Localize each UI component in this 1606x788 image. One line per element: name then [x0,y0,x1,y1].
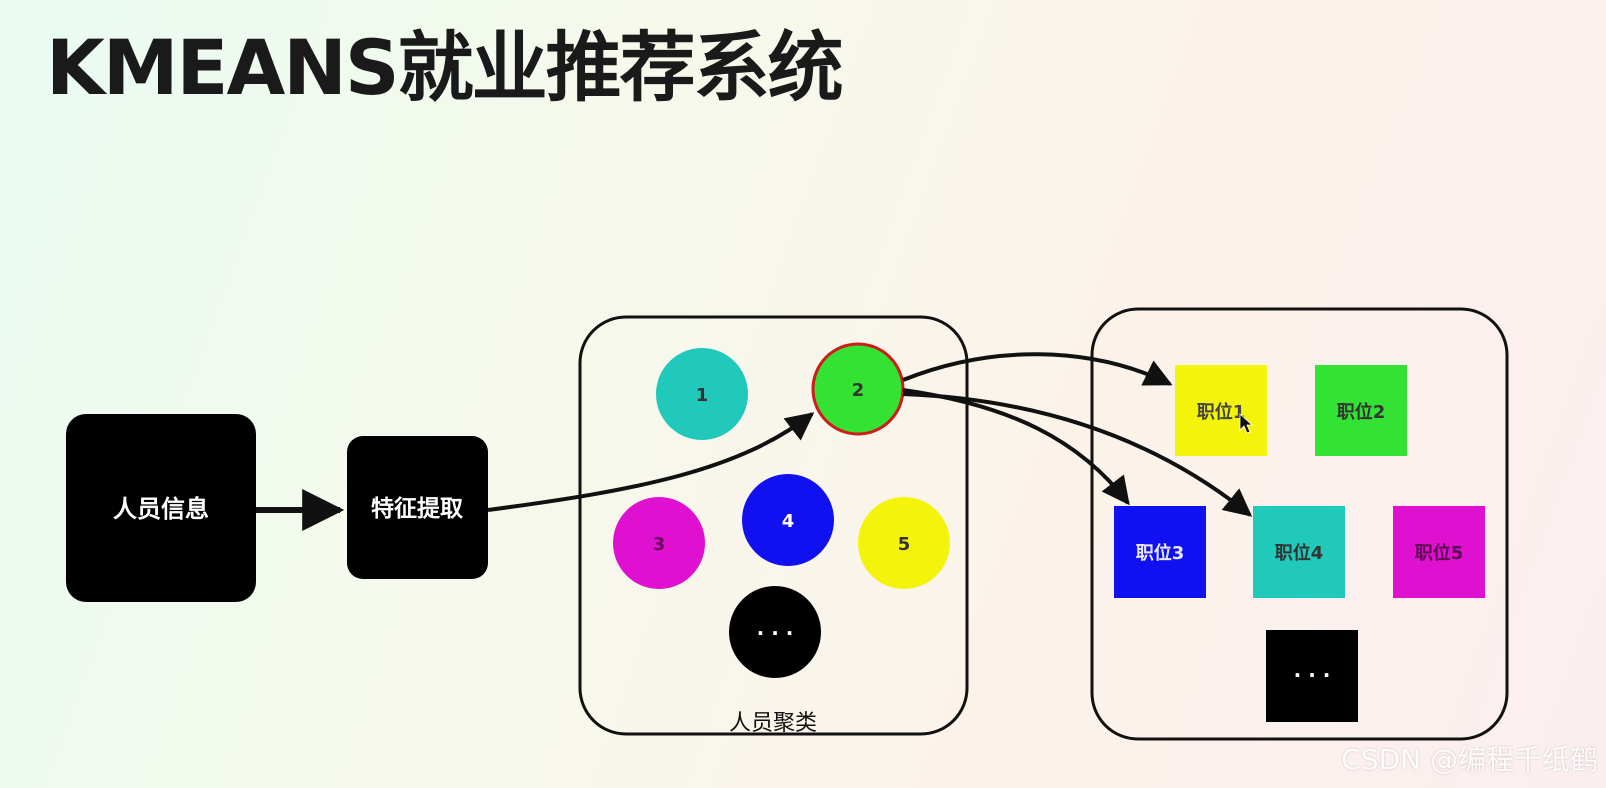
mouse-cursor-icon [1239,413,1254,434]
cluster-more: · · · [729,586,821,678]
cluster-more-label: · · · [757,621,794,645]
job-2: 职位2 [1315,365,1407,456]
feature-extraction-label: 特征提取 [371,495,463,522]
cluster-5-label: 5 [898,534,911,555]
cluster-2: 2 [811,342,905,436]
arrow-cluster-2-to-job-4 [902,392,1253,517]
job-5: 职位5 [1393,506,1485,598]
cluster-container-label: 人员聚类 [729,711,817,736]
cluster-1: 1 [656,348,748,440]
job-1-label: 职位1 [1197,401,1246,423]
page-title: KMEANS就业推荐系统 [46,23,844,112]
job-more-label: · · · [1294,663,1331,687]
jobs-container [1090,307,1509,741]
job-5-label: 职位5 [1415,542,1464,564]
cluster-4: 4 [742,474,834,566]
cluster-3-label: 3 [653,534,666,555]
person-info-label: 人员信息 [113,495,209,523]
job-4: 职位4 [1253,506,1345,598]
person-info-node: 人员信息 [66,414,256,602]
watermark: CSDN @编程千纸鹤 [1341,743,1598,776]
job-3: 职位3 [1114,506,1206,598]
job-4-label: 职位4 [1275,542,1324,564]
cluster-container [578,315,969,736]
cluster-3: 3 [613,497,705,589]
job-more: · · · [1266,630,1358,722]
arrow-cluster-2-to-job-1 [902,352,1173,386]
job-2-label: 职位2 [1337,401,1386,423]
cluster-5: 5 [858,497,950,589]
cluster-4-label: 4 [782,511,795,532]
job-1: 职位1 [1175,365,1267,456]
feature-extraction-node: 特征提取 [347,436,488,579]
arrow-feature-to-cluster-2 [487,412,815,512]
cluster-1-label: 1 [696,385,709,406]
cluster-2-label: 2 [852,380,865,401]
job-3-label: 职位3 [1136,542,1185,564]
